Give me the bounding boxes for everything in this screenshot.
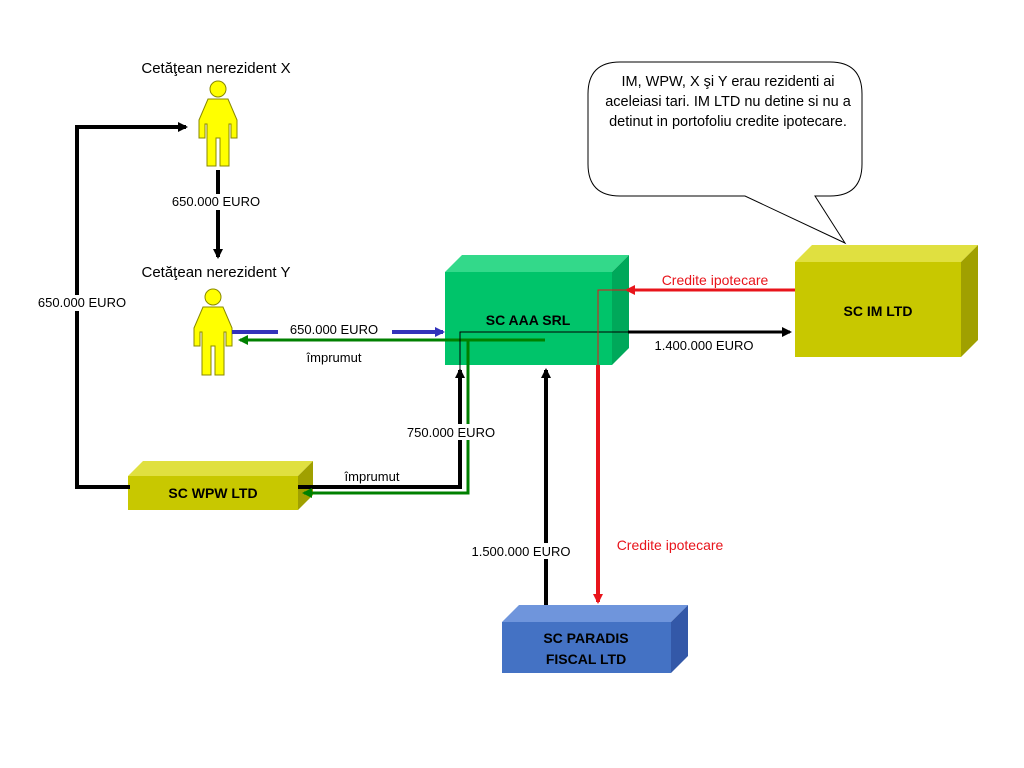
connector-red-inner [597,289,627,365]
label-y-to-aaa: 650.000 EURO [290,322,378,337]
label-wpw-to-x: 650.000 EURO [38,295,126,310]
label-paradis-to-aaa: 1.500.000 EURO [471,544,570,559]
label-aaa-to-paradis: Credite ipotecare [617,537,724,553]
box-aaa [445,255,629,365]
label-aaa-to-y: împrumut [306,350,362,365]
label-aaa-to-wpw: împrumut [344,469,400,484]
box-paradis-label-2: FISCAL LTD [546,651,626,667]
callout-text: IM, WPW, X şi Y erau rezidenti ai acelei… [605,74,851,130]
callout-bubble [587,61,863,245]
label-wpw-to-aaa: 750.000 EURO [407,425,495,440]
box-wpw-label: SC WPW LTD [168,485,257,501]
box-im-label: SC IM LTD [844,303,913,319]
arrow-aaa-to-wpw [302,340,470,498]
person-x-icon [198,80,238,167]
person-y-icon [193,288,233,376]
label-im-to-aaa: Credite ipotecare [662,272,769,288]
box-im [795,245,978,357]
person-y-label: Cetăţean nerezident Y [142,264,291,281]
person-x-label: Cetăţean nerezident X [141,60,290,77]
box-paradis-label-1: SC PARADIS [543,630,628,646]
label-x-to-y: 650.000 EURO [172,194,260,209]
box-aaa-label: SC AAA SRL [486,312,571,328]
box-paradis [502,605,688,673]
arrow-wpw-to-aaa [298,368,465,489]
label-aaa-to-im: 1.400.000 EURO [654,338,753,353]
